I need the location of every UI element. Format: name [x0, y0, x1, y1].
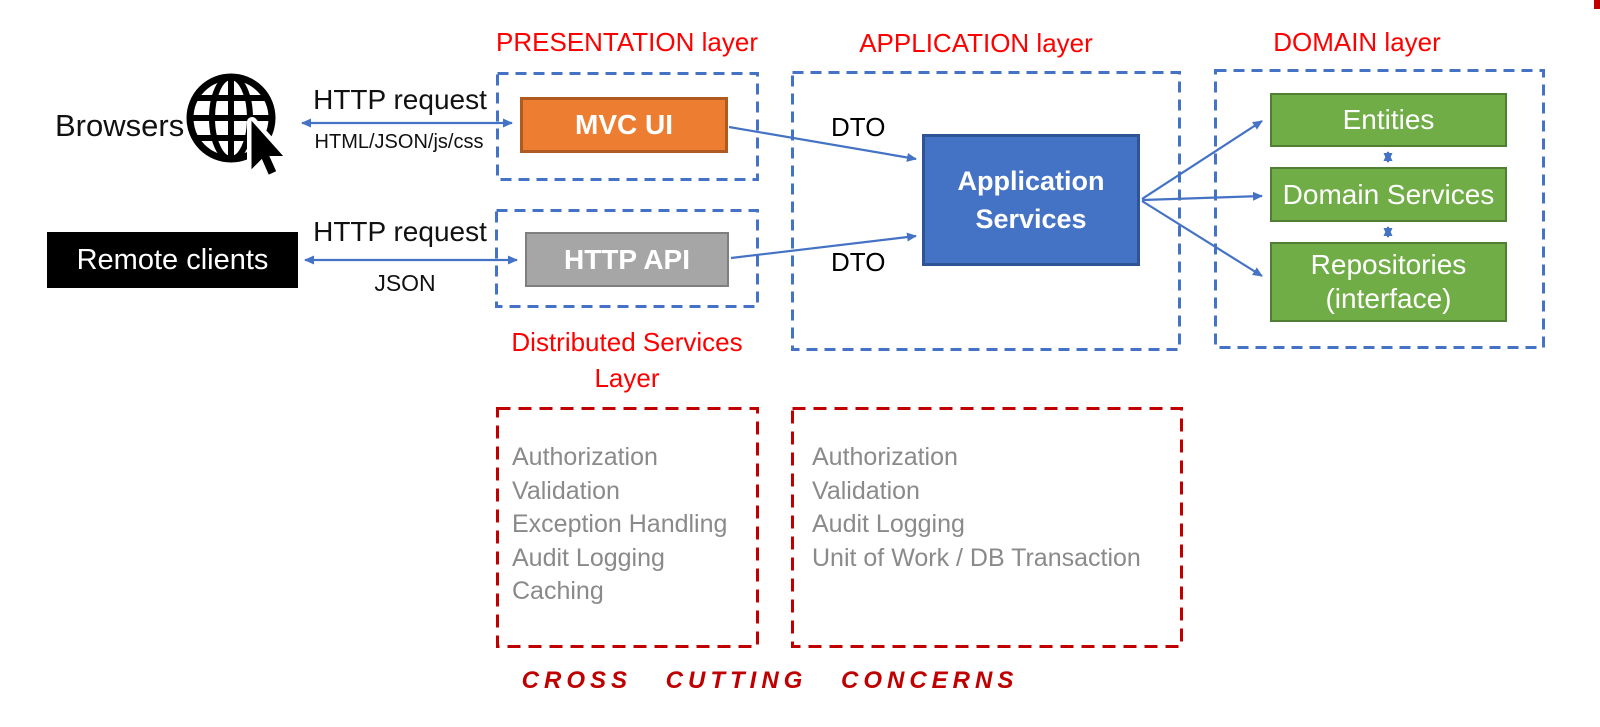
mvcui-appservices-arrow — [728, 125, 917, 162]
repositories-line2: (interface) — [1325, 283, 1452, 314]
remote-json-label: JSON — [374, 270, 436, 296]
appservices-entities-arrow — [1141, 120, 1263, 200]
browsers-label: Browsers — [55, 108, 185, 143]
list-item: Authorization — [512, 443, 658, 471]
browser-http-request-label: HTTP request — [313, 84, 487, 115]
remote-http-request-label: HTTP request — [313, 216, 487, 247]
browser-response-label: HTML/JSON/js/css — [314, 131, 484, 153]
distributed-services-line2: Layer — [594, 363, 660, 393]
dto-label-bottom: DTO — [831, 247, 886, 277]
mvc-ui-box: MVC UI — [520, 97, 728, 153]
application-layer-title: APPLICATION layer — [859, 28, 1093, 58]
http-api-box: HTTP API — [525, 232, 729, 287]
remote-clients-box: Remote clients — [47, 232, 298, 288]
distributed-services-line1: Distributed Services — [511, 327, 743, 357]
list-item: Validation — [812, 476, 920, 505]
red-corner-artifact — [1594, 0, 1600, 9]
appservices-repositories-arrow — [1141, 200, 1263, 277]
cursor-arrow-icon — [251, 120, 284, 175]
presentation-layer-title: PRESENTATION layer — [496, 27, 758, 57]
list-item: Validation — [512, 476, 620, 505]
repositories-box: Repositories (interface) — [1270, 242, 1507, 322]
list-item: Audit Logging — [812, 510, 965, 538]
entities-box: Entities — [1270, 93, 1507, 147]
presentation-concerns-list: Authorization Validation Exception Handl… — [512, 441, 727, 609]
dto-label-top: DTO — [831, 112, 886, 142]
list-item: Audit Logging — [512, 543, 665, 572]
distributed-services-layer-title: Distributed Services Layer — [495, 324, 759, 396]
list-item: Caching — [512, 577, 604, 605]
domain-services-box: Domain Services — [1270, 167, 1507, 222]
list-item: Authorization — [812, 443, 958, 471]
cross-cutting-concerns-caption: CROSS CUTTING CONCERNS — [521, 667, 1019, 694]
appservices-domainservices-arrow — [1141, 191, 1263, 202]
repositories-line1: Repositories — [1310, 249, 1467, 280]
application-concerns-list: Authorization Validation Audit Logging U… — [812, 441, 1141, 575]
globe-with-cursor-icon — [186, 73, 287, 179]
list-item: Exception Handling — [512, 510, 728, 538]
httpapi-appservices-arrow — [730, 232, 917, 260]
list-item: Unit of Work / DB Transaction — [812, 543, 1141, 572]
application-services-box: Application Services — [922, 134, 1140, 266]
domain-layer-title: DOMAIN layer — [1273, 27, 1441, 57]
